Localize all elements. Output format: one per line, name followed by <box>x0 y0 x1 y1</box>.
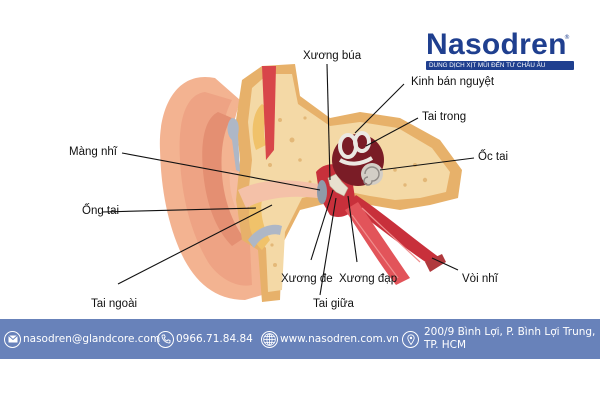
eardrum-shape <box>317 180 327 204</box>
phone-text: 0966.71.84.84 <box>176 333 253 345</box>
contact-footer: nasodren@glandcore.com 0966.71.84.84 www… <box>0 319 600 359</box>
footer-phone[interactable]: 0966.71.84.84 <box>157 319 253 359</box>
cartilage-upper <box>227 118 240 172</box>
muscle-strip <box>262 66 276 160</box>
label-incus: Xương đe <box>281 273 333 285</box>
phone-icon <box>157 330 174 348</box>
address-line-2: TP. HCM <box>424 339 467 351</box>
brand-logo: Nasodren ® DUNG DỊCH XỊT MŨI ĐẾN TỪ CHÂU… <box>426 30 574 70</box>
email-text: nasodren@glandcore.com <box>23 333 161 345</box>
cochlea-shape <box>361 163 383 186</box>
label-eustachian-tube: Vòi nhĩ <box>462 273 498 285</box>
label-stapes: Xương đạp <box>339 273 398 285</box>
label-inner-ear: Tai trong <box>422 111 467 123</box>
label-cochlea: Ốc tai <box>478 151 509 163</box>
footer-email[interactable]: nasodren@glandcore.com <box>4 319 160 359</box>
globe-icon <box>261 330 278 348</box>
envelope-icon <box>4 330 21 348</box>
label-outer-ear: Tai ngoài <box>91 298 138 310</box>
label-malleus: Xương búa <box>303 50 362 62</box>
brand-name: Nasodren <box>426 28 567 61</box>
cartilage-lower <box>248 224 282 248</box>
label-semicircular-canals: Kinh bán nguyệt <box>411 76 495 88</box>
footer-website[interactable]: www.nasodren.com.vn <box>261 319 399 359</box>
address-text: 200/9 Bình Lợi, P. Bình Lợi Trung, TP. H… <box>424 326 595 352</box>
eustachian-tube <box>345 195 446 285</box>
label-ear-canal: Ống tai <box>82 205 120 217</box>
label-eardrum: Màng nhĩ <box>69 146 117 158</box>
brand-tagline: DUNG DỊCH XỊT MŨI ĐẾN TỪ CHÂU ÂU <box>426 61 574 70</box>
address-line-1: 200/9 Bình Lợi, P. Bình Lợi Trung, <box>424 326 596 338</box>
registered-mark: ® <box>564 34 570 41</box>
leader-lines <box>101 63 475 296</box>
label-middle-ear: Tai giữa <box>313 298 354 310</box>
semicircular-canals <box>338 131 374 166</box>
location-pin-icon <box>402 330 419 348</box>
footer-address: 200/9 Bình Lợi, P. Bình Lợi Trung, TP. H… <box>402 319 595 359</box>
ossicles <box>327 173 349 197</box>
website-text: www.nasodren.com.vn <box>280 333 399 345</box>
